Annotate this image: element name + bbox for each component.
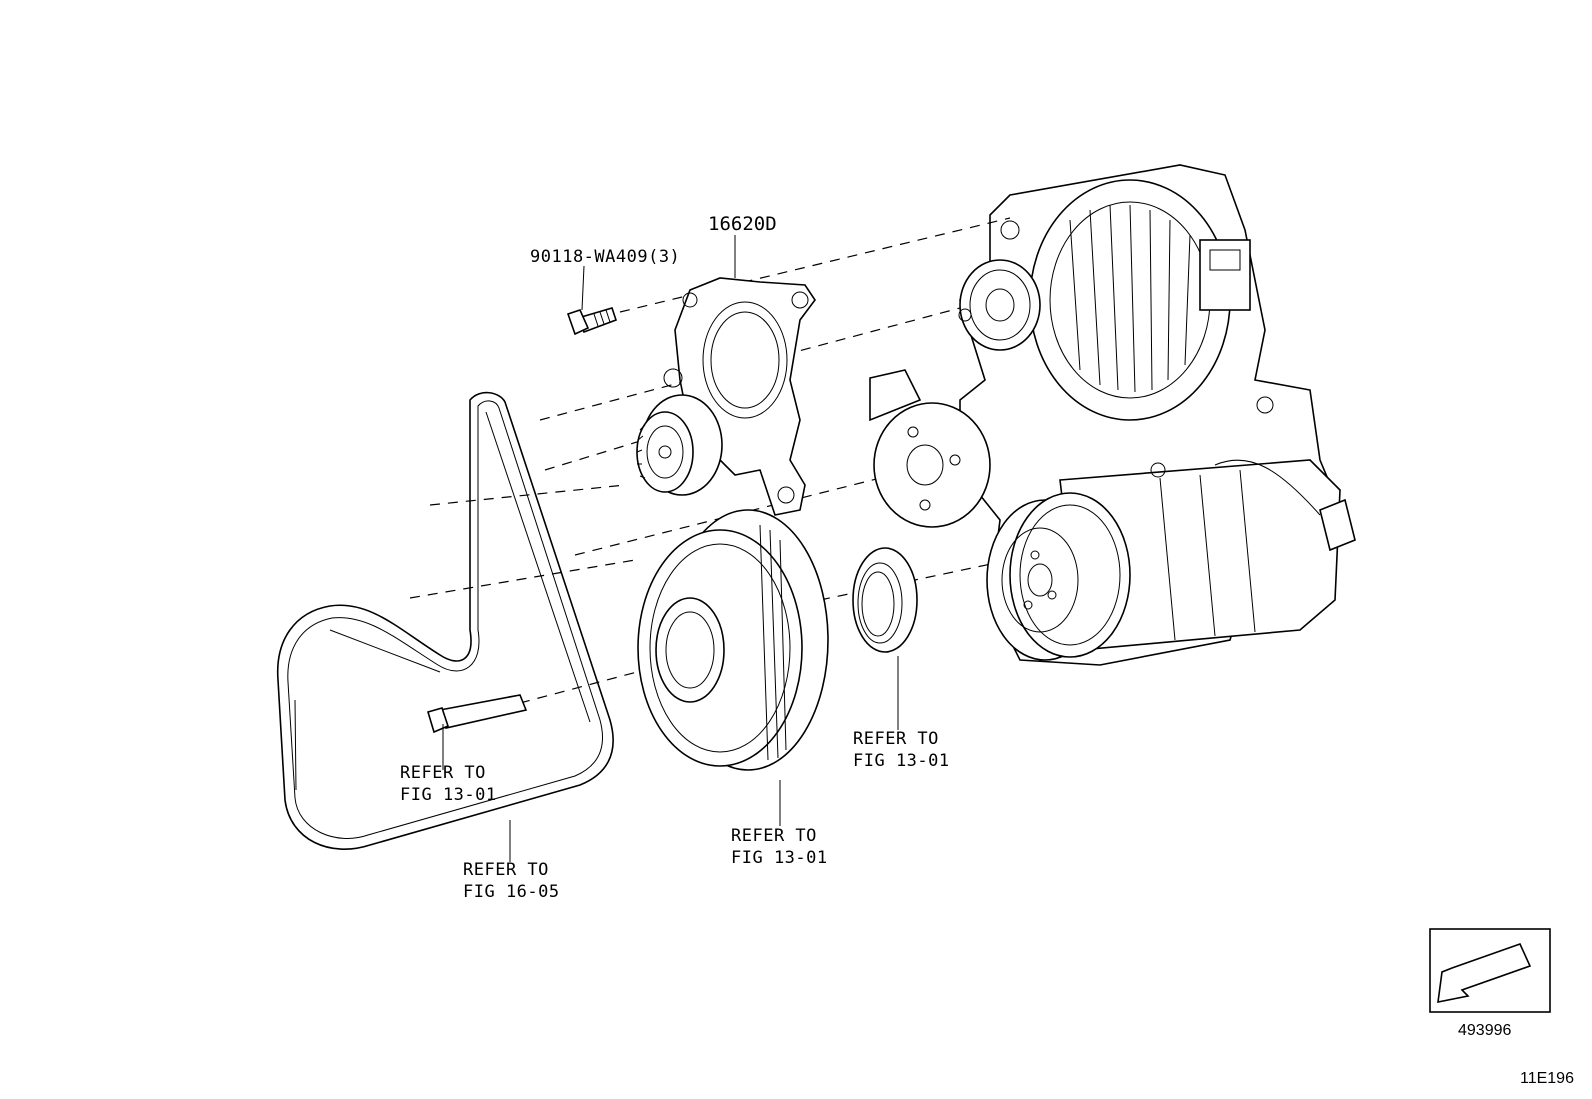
belt-ref-line2[interactable]: FIG 16-05: [463, 882, 560, 902]
oil-seal: [852, 547, 918, 653]
figure-code: 493996: [1458, 1022, 1511, 1039]
bolt-ref-line2[interactable]: FIG 13-01: [400, 785, 497, 805]
belt-ref-line1[interactable]: REFER TO: [463, 860, 549, 880]
bolt-part-number[interactable]: 90118-WA409(3): [530, 247, 680, 267]
pulley-ref-line1[interactable]: REFER TO: [731, 826, 817, 846]
bolt-part: [566, 307, 618, 336]
seal-ref-line1[interactable]: REFER TO: [853, 729, 939, 749]
crank-pulley: [637, 509, 829, 771]
bolt-ref-line1[interactable]: REFER TO: [400, 763, 486, 783]
page-code: 11E196: [1520, 1070, 1574, 1087]
tensioner-assembly: [636, 277, 816, 516]
leader-lines: [442, 235, 899, 862]
direction-arrow-icon: [1437, 943, 1532, 1004]
engine-assembly: [869, 164, 1356, 666]
drive-belt: [276, 391, 614, 850]
pulley-ref-line2[interactable]: FIG 13-01: [731, 848, 828, 868]
orientation-box: [1429, 928, 1551, 1013]
seal-ref-line2[interactable]: FIG 13-01: [853, 751, 950, 771]
tensioner-part-number[interactable]: 16620D: [708, 213, 777, 235]
